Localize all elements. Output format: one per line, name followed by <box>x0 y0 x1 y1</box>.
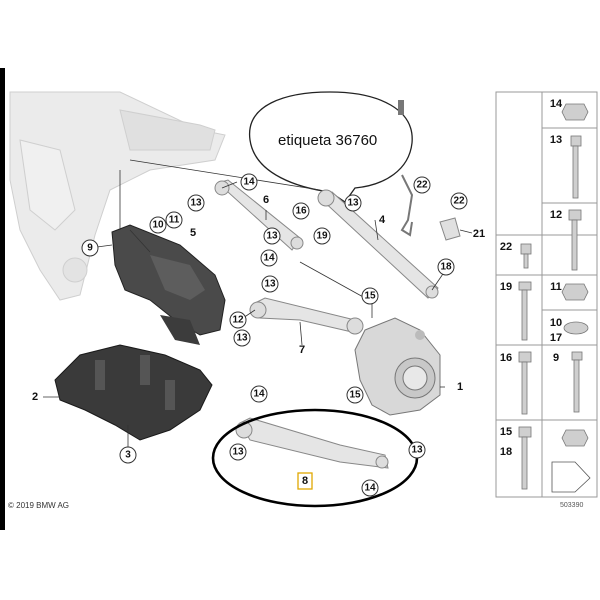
svg-text:15: 15 <box>364 291 376 302</box>
svg-text:5: 5 <box>190 227 196 239</box>
panel-label-18: 18 <box>500 446 512 458</box>
svg-text:13: 13 <box>190 198 202 209</box>
panel-label-22: 22 <box>500 241 512 253</box>
svg-text:10: 10 <box>152 220 164 231</box>
svg-text:14: 14 <box>364 483 376 494</box>
svg-text:8: 8 <box>302 475 308 487</box>
callout-18: 18 <box>437 258 455 276</box>
callout-13: 13 <box>408 441 426 459</box>
panel-label-17: 17 <box>550 332 562 344</box>
callout-22: 22 <box>450 192 468 210</box>
callout-15: 15 <box>346 386 364 404</box>
svg-text:21: 21 <box>473 228 485 240</box>
svg-text:4: 4 <box>379 214 386 226</box>
svg-text:13: 13 <box>236 333 248 344</box>
wheel-carrier-1 <box>354 317 441 416</box>
callout-3: 3 <box>119 446 137 464</box>
callout-7: 7 <box>299 344 305 356</box>
callout-22: 22 <box>413 176 431 194</box>
annotation-bubble: etiqueta 36760 <box>249 91 413 203</box>
svg-text:13: 13 <box>347 198 359 209</box>
svg-text:6: 6 <box>263 194 269 206</box>
callout-13: 13 <box>261 275 279 293</box>
callout-13: 13 <box>263 227 281 245</box>
control-arm-8 <box>235 417 389 469</box>
svg-text:15: 15 <box>349 390 361 401</box>
svg-text:13: 13 <box>266 231 278 242</box>
svg-text:22: 22 <box>453 196 465 207</box>
diagram-code: 503390 <box>560 502 583 509</box>
callout-8: 8 <box>297 472 313 490</box>
callout-15: 15 <box>361 287 379 305</box>
callout-14: 14 <box>240 173 258 191</box>
wishbone-5 <box>111 224 226 345</box>
svg-text:12: 12 <box>232 315 244 326</box>
svg-text:1: 1 <box>457 381 463 393</box>
panel-label-16: 16 <box>500 352 512 364</box>
callout-6: 6 <box>263 194 269 206</box>
callout-5: 5 <box>190 227 196 239</box>
callout-13: 13 <box>233 329 251 347</box>
panel-labels: 14 13 12 22 11 19 10 17 16 9 15 18 <box>500 98 563 458</box>
copyright-text: © 2019 BMW AG <box>8 501 69 510</box>
svg-text:14: 14 <box>243 177 255 188</box>
left-edge-strip <box>0 68 5 530</box>
callout-16: 16 <box>292 202 310 220</box>
svg-text:14: 14 <box>263 253 275 264</box>
control-arm-4 <box>317 189 439 299</box>
svg-text:16: 16 <box>295 206 307 217</box>
svg-text:19: 19 <box>316 231 328 242</box>
callout-14: 14 <box>260 249 278 267</box>
callout-4: 4 <box>379 214 386 226</box>
callout-1: 1 <box>457 381 463 393</box>
control-arm-6 <box>214 179 304 251</box>
svg-text:3: 3 <box>125 450 131 461</box>
svg-text:11: 11 <box>169 215 180 226</box>
parts-panel: 14 13 12 22 11 19 10 17 16 9 15 18 50339… <box>495 91 598 509</box>
svg-text:13: 13 <box>264 279 276 290</box>
panel-label-11: 11 <box>550 281 562 293</box>
panel-label-9: 9 <box>553 352 559 364</box>
control-arm-7 <box>249 297 364 335</box>
panel-label-19: 19 <box>500 281 512 293</box>
subframe-ghost <box>9 91 226 301</box>
panel-label-10: 10 <box>550 317 562 329</box>
panel-label-13: 13 <box>550 134 562 146</box>
callout-14: 14 <box>361 479 379 497</box>
callout-9: 9 <box>81 239 99 257</box>
svg-text:13: 13 <box>411 445 423 456</box>
svg-text:2: 2 <box>32 391 38 403</box>
callout-2: 2 <box>32 391 38 403</box>
callout-10: 10 <box>149 216 167 234</box>
callout-13: 13 <box>229 443 247 461</box>
callouts: 14 13 6 16 13 4 22 22 21 10 11 5 9 13 19… <box>32 173 485 497</box>
callout-21: 21 <box>473 228 485 240</box>
callout-14: 14 <box>250 385 268 403</box>
panel-label-14: 14 <box>550 98 563 110</box>
svg-text:18: 18 <box>440 262 452 273</box>
svg-text:13: 13 <box>232 447 244 458</box>
callout-19: 19 <box>313 227 331 245</box>
fastener-icons <box>551 103 591 493</box>
svg-text:7: 7 <box>299 344 305 356</box>
underbody-shield-2 <box>54 344 213 441</box>
annotation-text: etiqueta 36760 <box>278 132 377 149</box>
bolt-icons <box>518 243 532 490</box>
panel-label-12: 12 <box>550 209 562 221</box>
svg-text:22: 22 <box>416 180 428 191</box>
callout-12: 12 <box>229 311 247 329</box>
svg-text:14: 14 <box>253 389 265 400</box>
bracket-22 <box>398 100 461 241</box>
svg-text:9: 9 <box>87 243 93 254</box>
callout-11: 11 <box>165 211 183 229</box>
panel-label-15: 15 <box>500 426 512 438</box>
callout-13: 13 <box>344 194 362 212</box>
callout-13: 13 <box>187 194 205 212</box>
